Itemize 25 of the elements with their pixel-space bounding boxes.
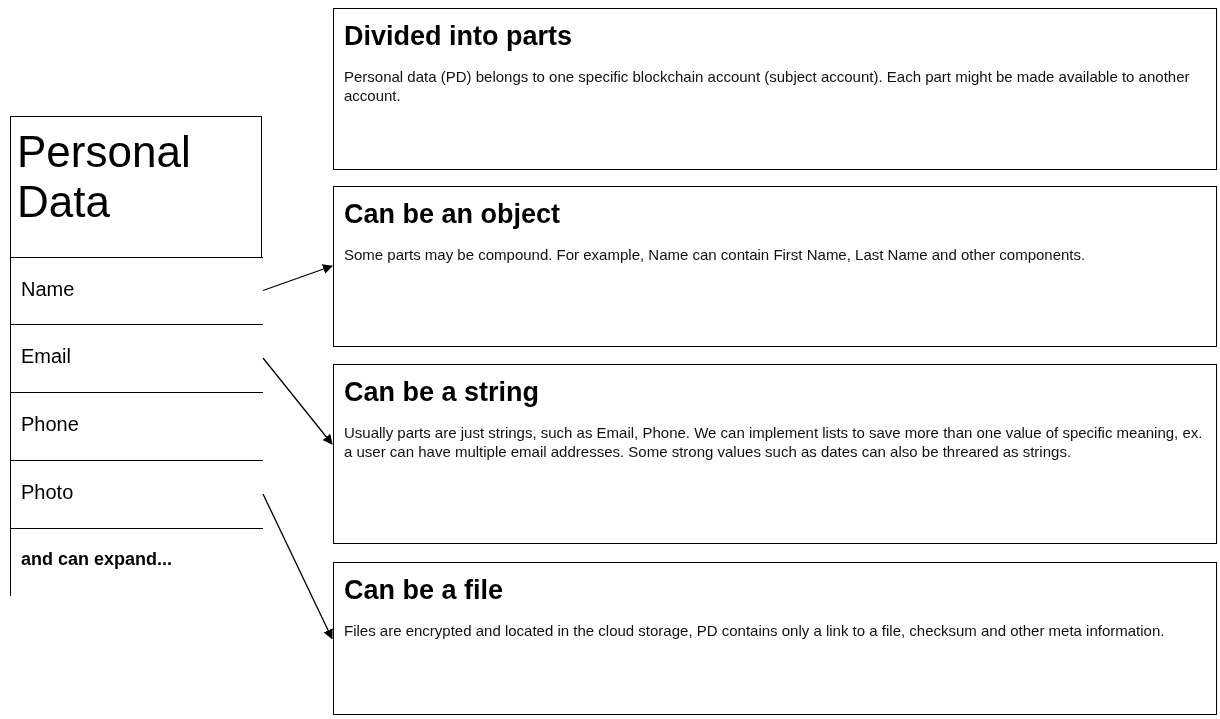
box-heading: Can be an object xyxy=(344,199,561,230)
row-label: Photo xyxy=(21,481,74,504)
row-label: Email xyxy=(21,345,71,368)
table-row xyxy=(11,257,263,324)
row-label: Phone xyxy=(21,413,79,436)
info-box xyxy=(333,562,1217,715)
box-heading: Can be a file xyxy=(344,575,504,606)
arrow xyxy=(262,493,333,640)
arrow xyxy=(262,264,333,292)
box-description: Personal data (PD) belongs to one specific blockchain account (subject account). Each part might be made available to another account. xyxy=(344,67,1191,105)
box-description: Some parts may be compound. For example, Name can contain First Name, Last Name and other components. xyxy=(344,245,1087,264)
info-box xyxy=(333,8,1217,170)
info-box xyxy=(333,364,1217,544)
table-title: Personal Data xyxy=(17,127,192,227)
row-label: Name xyxy=(21,278,75,301)
table-row xyxy=(11,324,263,392)
box-heading: Can be a string xyxy=(344,377,540,408)
box-heading: Divided into parts xyxy=(344,21,573,52)
table-row xyxy=(11,460,263,528)
arrow xyxy=(262,357,333,445)
box-description: Usually parts are just strings, such as Email, Phone. We can implement lists to save more than one value of specific meaning, ex. a user can have multiple email addresses. Some strong values such as dates can also be threared as strings. xyxy=(344,423,1204,461)
table-row xyxy=(11,392,263,460)
row-label: and can expand... xyxy=(21,549,173,570)
info-box xyxy=(333,186,1217,347)
box-description: Files are encrypted and located in the cloud storage, PD contains only a link to a file, checksum and other meta information. xyxy=(344,621,1166,640)
